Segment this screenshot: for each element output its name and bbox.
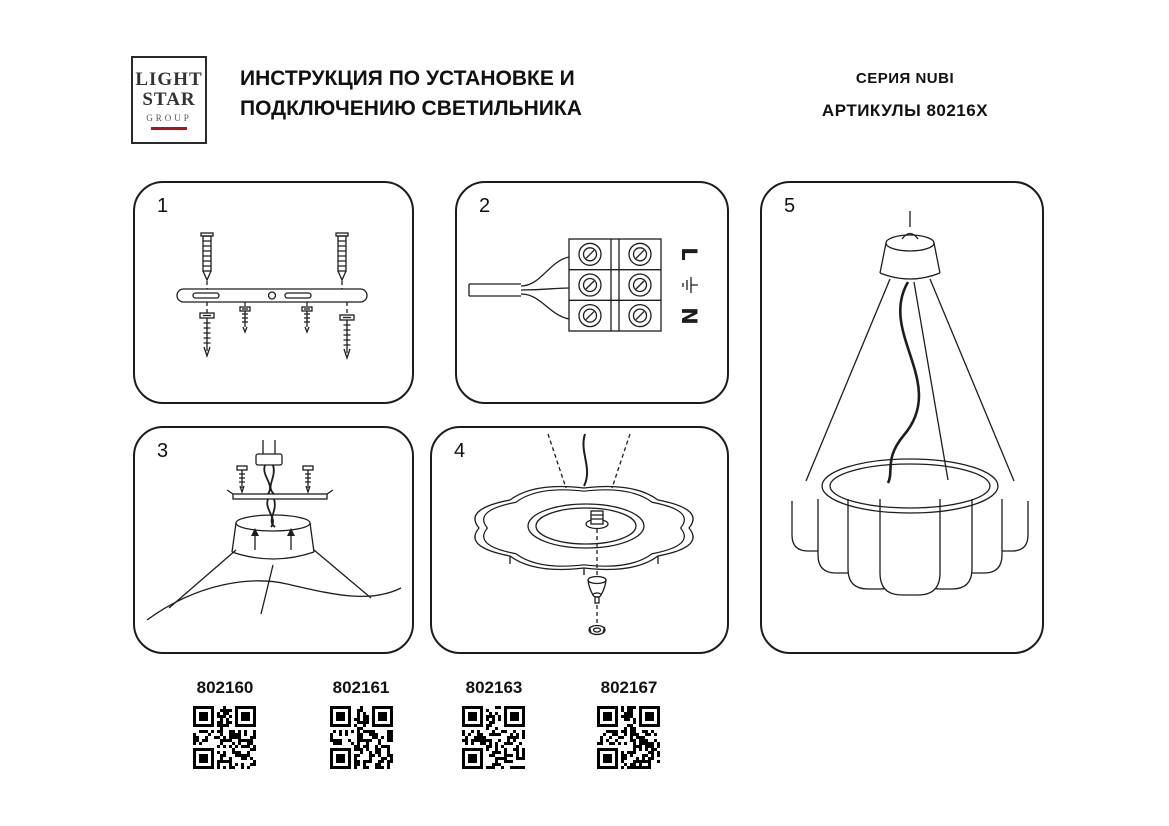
supply-cable xyxy=(468,256,570,320)
terminal-block xyxy=(568,238,662,332)
suspension-guides xyxy=(547,433,631,489)
logo-line1: LIGHT xyxy=(135,69,203,90)
mounting-bracket-diagram xyxy=(176,232,368,361)
suspension-wires xyxy=(168,549,372,615)
logo-accent-bar xyxy=(151,127,187,130)
step-number-4: 4 xyxy=(454,440,466,462)
long-screw-icon xyxy=(199,312,215,359)
article-label: 802160 xyxy=(196,678,254,697)
step-panel-5: 5 xyxy=(760,181,1044,654)
line-label: L xyxy=(677,247,701,260)
assembled-fixture-diagram xyxy=(791,211,1029,596)
series-label: СЕРИЯ NUBI xyxy=(855,70,955,87)
screw-icon xyxy=(302,465,314,495)
short-screw-icon xyxy=(301,306,313,334)
article-label: 802163 xyxy=(465,678,523,697)
article-label: 802167 xyxy=(600,678,658,697)
article-label: 802161 xyxy=(332,678,390,697)
logo-line2: STAR xyxy=(142,89,196,110)
logo-line3: GROUP xyxy=(146,113,192,123)
shade-top-curve xyxy=(146,580,402,621)
title-line2: ПОДКЛЮЧЕНИЮ СВЕТИЛЬНИКА xyxy=(240,97,582,120)
step-panel-2: 2 xyxy=(455,181,729,404)
wall-dowel-icon xyxy=(335,232,349,282)
wall-dowel-icon xyxy=(200,232,214,282)
threaded-nipple xyxy=(585,510,609,530)
step-panel-1: 1 xyxy=(133,181,414,404)
step-number-3: 3 xyxy=(157,440,169,462)
suspension-wires xyxy=(805,278,1015,482)
title-line1: ИНСТРУКЦИЯ ПО УСТАНОВКЕ И xyxy=(240,67,575,90)
qr-code xyxy=(330,706,396,772)
canopy-cup xyxy=(879,232,941,280)
qr-code xyxy=(193,706,259,772)
short-screw-icon xyxy=(239,306,251,334)
qr-code xyxy=(597,706,663,772)
shade-assembly-diagram xyxy=(474,433,694,636)
canopy-wiring-diagram xyxy=(146,440,402,621)
mounting-strap xyxy=(176,288,368,303)
canopy-cup xyxy=(231,514,315,560)
cloud-shade xyxy=(791,499,1029,596)
up-arrow-icon xyxy=(287,528,295,536)
step-number-1: 1 xyxy=(157,195,169,217)
qr-code xyxy=(462,706,528,772)
ceiling-plate xyxy=(226,489,334,500)
step-number-5: 5 xyxy=(784,195,796,217)
series-block: СЕРИЯ NUBI АРТИКУЛЫ 80216X xyxy=(778,70,1032,121)
screw-icon xyxy=(236,465,248,495)
ground-icon xyxy=(682,277,698,293)
step-number-2: 2 xyxy=(479,195,491,217)
lightstar-logo: LIGHT STAR GROUP xyxy=(131,56,207,144)
up-arrow-icon xyxy=(254,534,292,550)
articles-label: АРТИКУЛЫ 80216X xyxy=(821,101,989,120)
wires xyxy=(263,464,275,495)
neutral-label: N xyxy=(677,307,701,325)
power-cord xyxy=(886,281,921,484)
cloud-plate xyxy=(474,485,694,575)
step-panel-3: 3 xyxy=(133,426,414,654)
decorative-nut xyxy=(588,624,606,636)
wire-connector xyxy=(255,440,283,466)
wires xyxy=(266,498,276,528)
power-cord xyxy=(582,433,589,487)
terminal-block-diagram: L N xyxy=(468,238,701,332)
step-panel-4: 4 xyxy=(430,426,729,654)
page-title: ИНСТРУКЦИЯ ПО УСТАНОВКЕ И ПОДКЛЮЧЕНИЮ СВ… xyxy=(240,64,582,124)
up-arrow-icon xyxy=(251,528,259,536)
long-screw-icon xyxy=(339,314,355,361)
finial xyxy=(587,575,607,604)
suspension-ring xyxy=(821,458,999,514)
